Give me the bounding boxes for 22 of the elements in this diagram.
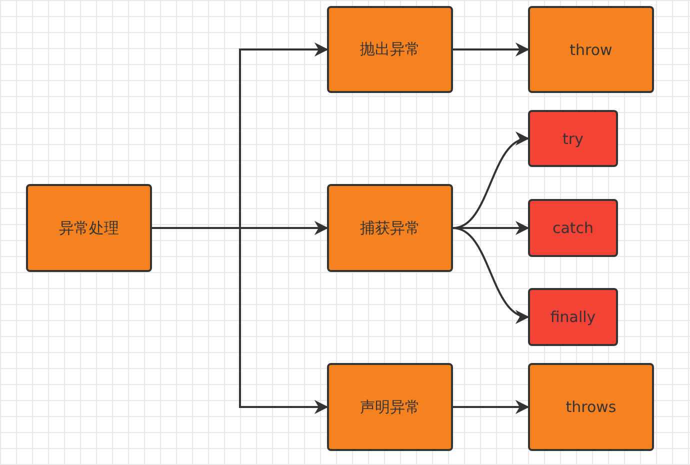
process-box (528, 199, 618, 257)
box-label: 异常处理 (59, 218, 119, 238)
arrow (453, 400, 530, 414)
box-label: 抛出异常 (360, 40, 420, 59)
box-label: throws (566, 398, 616, 416)
process-box (528, 110, 618, 167)
arrow (452, 227, 530, 322)
box-label: 捕获异常 (360, 218, 420, 238)
process-box (327, 6, 453, 93)
process-box (528, 363, 654, 451)
process-box (327, 184, 453, 272)
arrow (453, 42, 530, 56)
process-box (528, 288, 618, 346)
arrow (152, 227, 328, 414)
box-label: 声明异常 (360, 398, 420, 416)
process-box (528, 6, 654, 93)
process-box (327, 363, 453, 451)
box-label: throw (570, 40, 612, 58)
box-label: try (562, 130, 584, 148)
box-label: catch (552, 219, 594, 237)
process-box (26, 184, 152, 272)
box-label: finally (550, 308, 596, 326)
